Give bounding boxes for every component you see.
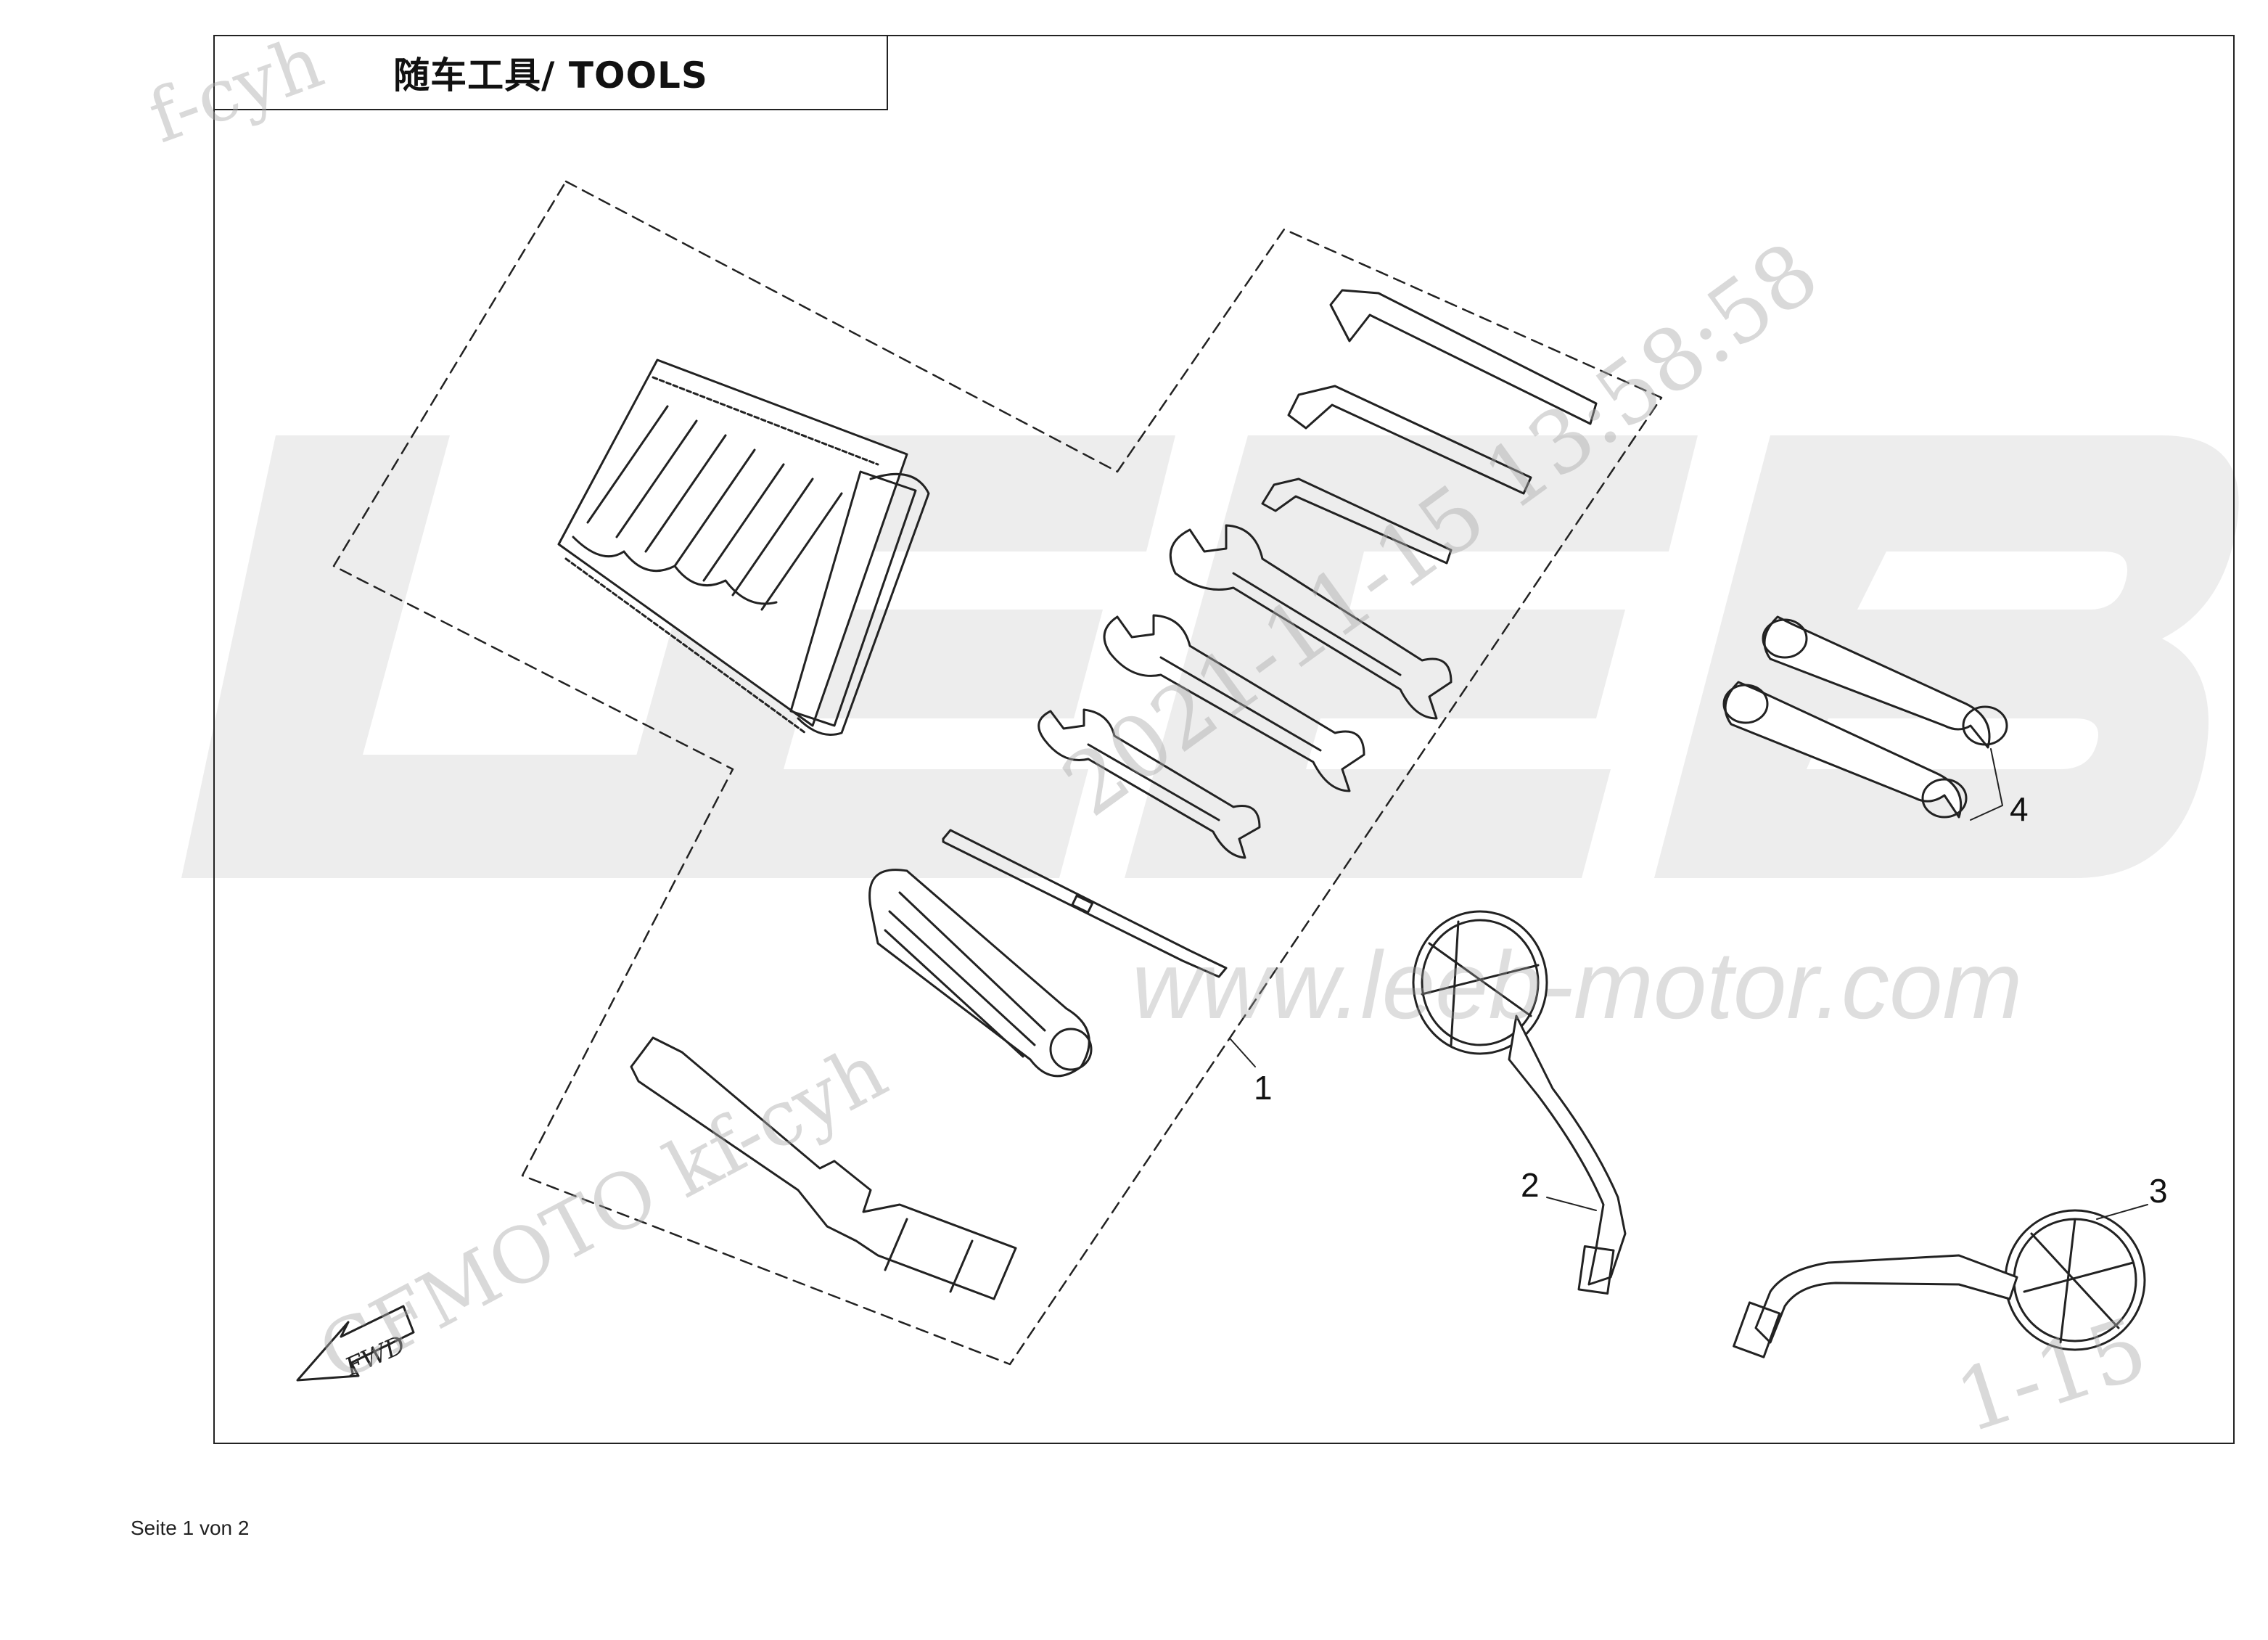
callout-2: 2 — [1521, 1166, 1540, 1204]
url-watermark: www.leeb-motor.com — [1132, 932, 2023, 1038]
mirror-right — [1733, 1209, 2146, 1358]
diagram-title: 随车工具/ TOOLS — [393, 54, 708, 97]
diagram-frame — [213, 35, 2235, 1444]
hex-key-large — [1329, 289, 1598, 425]
rubber-strap-lower — [1722, 681, 1968, 819]
mirror-left — [1412, 910, 1627, 1295]
page-indicator: Seite 1 von 2 — [131, 1517, 250, 1539]
hex-key-medium — [1287, 385, 1532, 495]
wrench-medium — [1103, 614, 1365, 792]
wrench-large — [1169, 524, 1453, 720]
callout-1: 1 — [1254, 1069, 1273, 1107]
screwdriver-blade — [942, 829, 1228, 978]
tool-roll-pouch — [557, 358, 930, 736]
wrench-small — [1038, 708, 1261, 859]
callout-leaders — [1230, 748, 2148, 1220]
screwdriver-handle — [868, 869, 1093, 1078]
rubber-strap-upper — [1762, 615, 2008, 749]
hex-key-small — [1261, 477, 1453, 565]
socket-wrench — [630, 1036, 1017, 1300]
fwd-arrow-icon — [296, 1305, 415, 1382]
callout-3: 3 — [2149, 1172, 2168, 1210]
title-box: 随车工具/ TOOLS — [213, 35, 888, 110]
callout-4: 4 — [2010, 790, 2029, 828]
tool-kit-group-outline — [332, 180, 1663, 1366]
